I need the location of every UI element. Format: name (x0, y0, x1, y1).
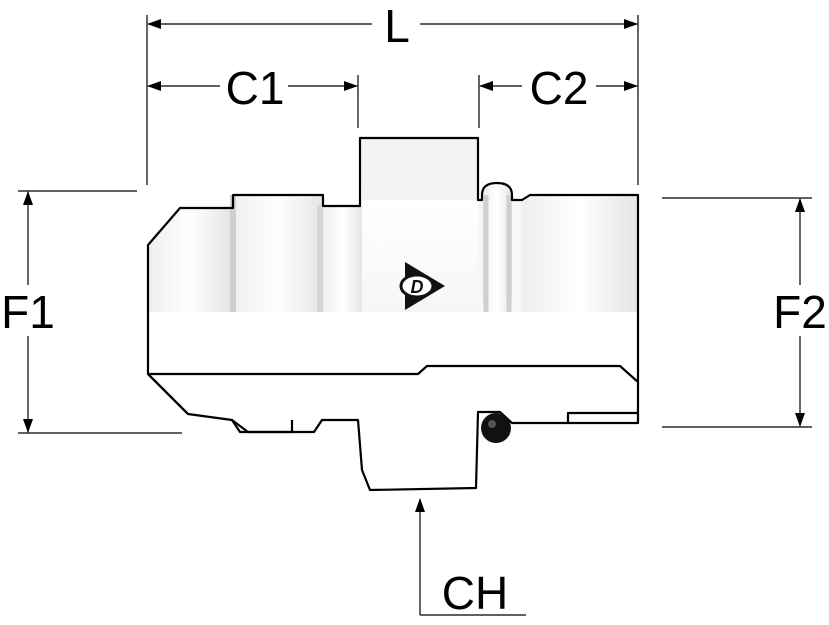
fitting-body (148, 138, 638, 374)
label-l: L (384, 0, 410, 52)
fitting-outline (146, 136, 640, 382)
chamfer-line (147, 373, 189, 415)
dunlop-logo-icon: D (399, 262, 445, 310)
label-c2: C2 (530, 62, 589, 114)
dimension-f2: F2 (662, 197, 827, 428)
dimension-c1: C1 (147, 62, 359, 128)
hex-body (360, 138, 478, 200)
thread-relief (566, 411, 638, 423)
dimension-c2: C2 (478, 62, 638, 128)
dimension-l: L (146, 0, 639, 185)
dimension-ch: CH (415, 498, 526, 619)
dimension-f1: F1 (1, 190, 182, 434)
thread-relief (231, 419, 294, 434)
section-view (146, 364, 640, 492)
label-f1: F1 (1, 286, 55, 338)
centerline-band (148, 312, 638, 374)
section-hatch (146, 364, 640, 492)
label-f2: F2 (773, 286, 827, 338)
oring-external (482, 183, 512, 313)
logo-letter: D (411, 277, 424, 297)
oring-section (481, 413, 511, 443)
label-c1: C1 (226, 62, 285, 114)
label-ch: CH (442, 567, 508, 619)
